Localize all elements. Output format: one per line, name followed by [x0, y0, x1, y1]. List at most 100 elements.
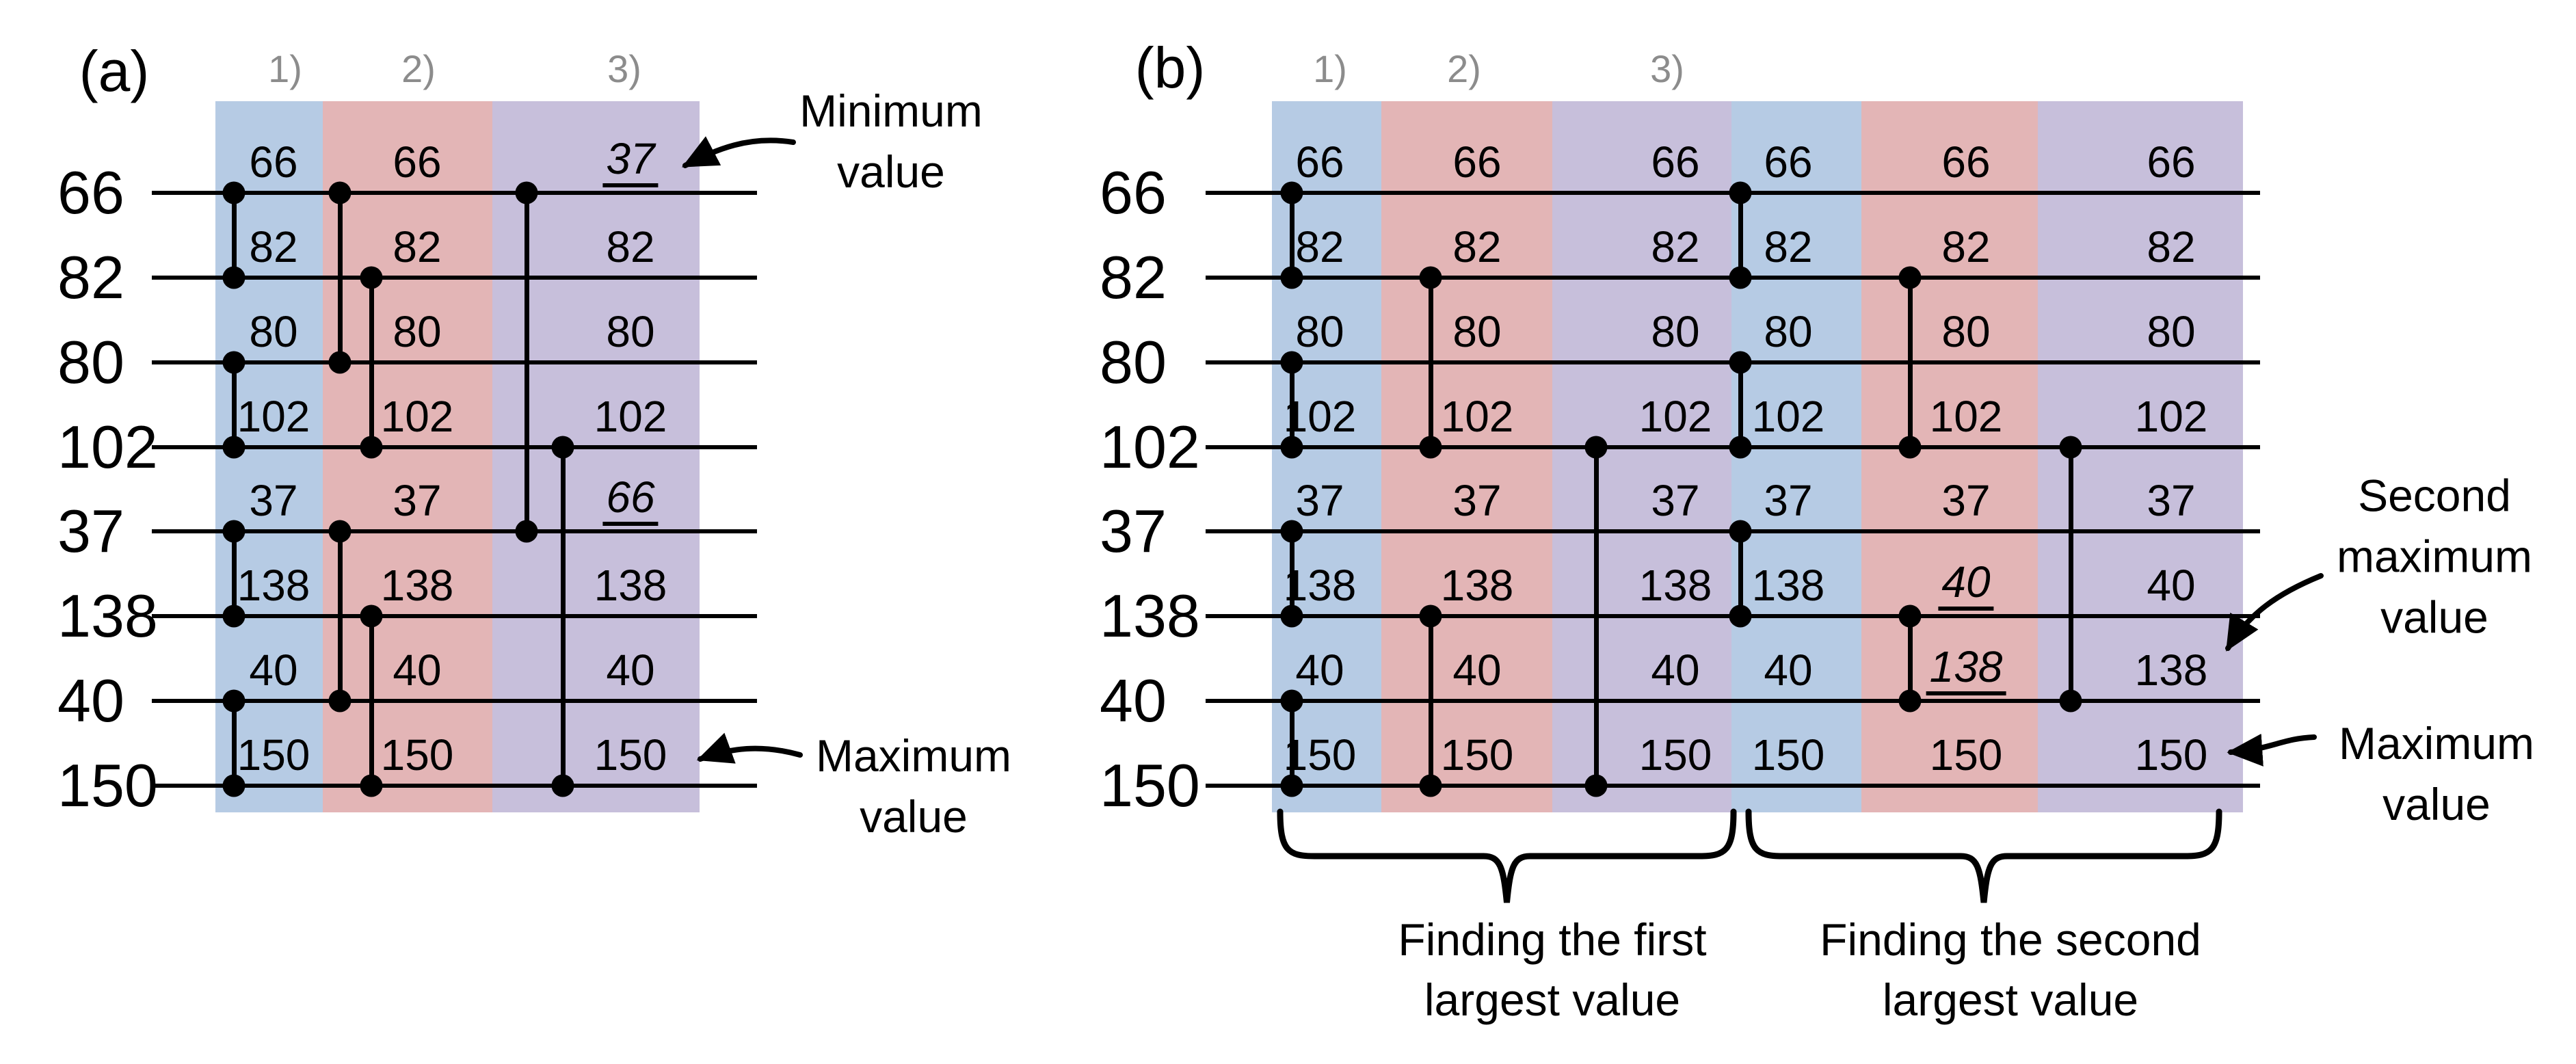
- wire-row-80: [152, 360, 757, 364]
- comparator-dot: [1898, 266, 1922, 289]
- brace-label-line: Finding the second: [1820, 914, 2201, 965]
- stage-header-2: 2): [401, 47, 436, 90]
- annotation-line: value: [860, 791, 968, 842]
- value-cell: 82: [1452, 222, 1502, 271]
- comparator-dot: [1419, 266, 1442, 289]
- stage-header-2: 2): [1447, 47, 1481, 90]
- finding-second-largest-brace: [1745, 808, 2222, 903]
- brace-label-line: largest value: [1424, 974, 1681, 1025]
- value-cell: 150: [1440, 730, 1514, 780]
- comparator-dot: [1280, 351, 1303, 374]
- comparator-line: [231, 362, 237, 447]
- value-cell-swapped: 138: [1926, 645, 2006, 695]
- comparator-dot: [222, 520, 245, 543]
- value-cell: 80: [1295, 307, 1344, 356]
- wire-row-138: [152, 614, 757, 618]
- value-cell: 80: [393, 307, 442, 356]
- comparator-dot: [222, 689, 245, 713]
- comparator-dot: [360, 266, 383, 289]
- value-cell: 40: [606, 646, 655, 695]
- stage-band-red-5: [1861, 101, 2038, 812]
- comparator-line: [1738, 531, 1743, 616]
- row-label-37: 37: [1100, 497, 1167, 565]
- annotation-line: Minimum: [799, 85, 983, 136]
- comparator-line: [1907, 278, 1913, 447]
- value-cell: 138: [380, 561, 454, 610]
- stage-header-1: 1): [1313, 47, 1347, 90]
- value-cell: 40: [1295, 646, 1344, 695]
- wire-row-66: [152, 191, 757, 195]
- maximum-value-label: Maximum value: [816, 726, 1011, 847]
- stage-band-red-2: [1381, 101, 1552, 812]
- comparator-line: [369, 616, 374, 786]
- comparator-dot: [551, 774, 574, 797]
- comparator-line: [1289, 531, 1294, 616]
- row-label-150: 150: [1100, 752, 1200, 819]
- value-cell: 40: [1651, 646, 1700, 695]
- comparator-dot: [328, 689, 351, 713]
- comparator-line: [1738, 193, 1743, 278]
- value-cell: 150: [1929, 730, 2003, 780]
- wire-row-82: [152, 276, 757, 280]
- value-cell: 138: [237, 561, 310, 610]
- row-label-102: 102: [1100, 413, 1200, 481]
- comparator-line: [369, 278, 374, 447]
- finding-second-largest-brace-label: Finding the second largest value: [1820, 909, 2201, 1030]
- stage-header-1: 1): [268, 47, 302, 90]
- annotation-line: Maximum: [815, 730, 1012, 781]
- stage-band-red-2: [323, 101, 492, 812]
- comparator-dot: [1280, 774, 1303, 797]
- comparator-dot: [1584, 774, 1608, 797]
- panel-b-label: (b): [1134, 36, 1206, 100]
- comparator-line: [231, 531, 237, 616]
- value-cell: 82: [1764, 222, 1813, 271]
- value-cell: 82: [249, 222, 298, 271]
- value-cell: 37: [249, 476, 298, 525]
- value-cell: 80: [249, 307, 298, 356]
- comparator-dot: [1419, 604, 1442, 628]
- comparator-line: [1289, 701, 1294, 786]
- value-cell: 138: [1283, 561, 1357, 610]
- value-cell: 37: [1452, 476, 1502, 525]
- value-cell-swapped: 66: [602, 475, 659, 526]
- comparator-dot: [1280, 266, 1303, 289]
- brace-label-line: largest value: [1882, 974, 2139, 1025]
- value-cell: 102: [1751, 392, 1825, 441]
- comparator-dot: [328, 520, 351, 543]
- comparator-line: [231, 701, 237, 786]
- value-cell: 102: [1440, 392, 1514, 441]
- comparator-line: [1428, 616, 1433, 786]
- comparator-line: [1289, 362, 1294, 447]
- comparator-dot: [1280, 689, 1303, 713]
- row-label-82: 82: [57, 243, 124, 311]
- row-label-40: 40: [1100, 667, 1167, 734]
- value-cell: 150: [1751, 730, 1825, 780]
- value-cell: 66: [1651, 137, 1700, 187]
- value-cell: 80: [606, 307, 655, 356]
- annotation-line: Maximum: [2338, 718, 2535, 769]
- value-cell: 80: [1941, 307, 1991, 356]
- value-cell: 37: [1941, 476, 1991, 525]
- comparator-dot: [551, 436, 574, 459]
- comparator-line: [337, 531, 343, 701]
- value-cell: 138: [1751, 561, 1825, 610]
- row-label-82: 82: [1100, 243, 1167, 311]
- value-cell: 80: [2147, 307, 2196, 356]
- value-cell: 66: [1941, 137, 1991, 187]
- value-cell: 37: [1764, 476, 1813, 525]
- value-cell: 150: [594, 730, 667, 780]
- value-cell-swapped: 37: [602, 137, 659, 187]
- value-cell: 80: [1452, 307, 1502, 356]
- comparator-line: [1289, 193, 1294, 278]
- comparator-dot: [1280, 436, 1303, 459]
- wire-row-40: [152, 699, 757, 703]
- value-cell: 66: [2147, 137, 2196, 187]
- comparator-dot: [360, 774, 383, 797]
- value-cell: 80: [1651, 307, 1700, 356]
- value-cell: 66: [393, 137, 442, 187]
